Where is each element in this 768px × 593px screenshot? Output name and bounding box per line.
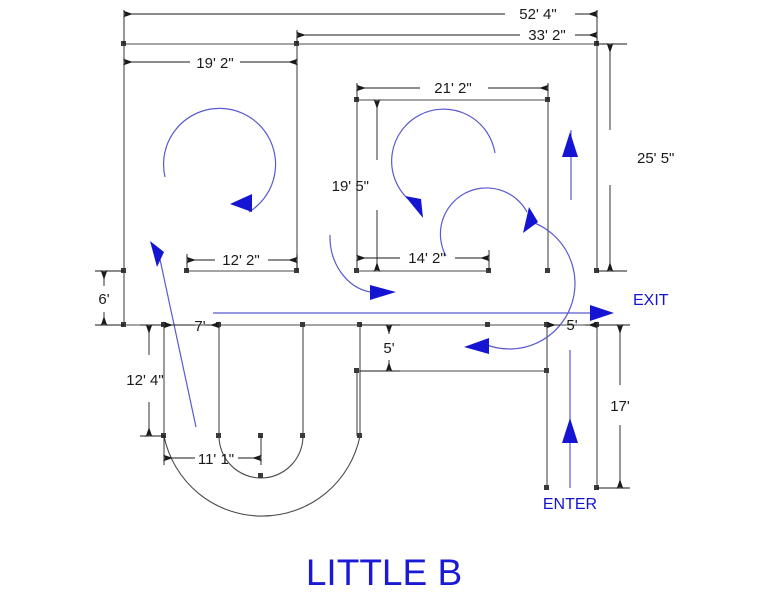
- vertex: [357, 433, 362, 438]
- enter-label: ENTER: [543, 496, 597, 513]
- vertex: [300, 433, 305, 438]
- dim-label-11-1: 11' 1": [198, 451, 234, 468]
- vertex: [594, 268, 599, 273]
- arrowhead-right-up: [523, 207, 538, 233]
- dim-label-6: 6': [98, 291, 109, 308]
- vertex: [354, 268, 359, 273]
- path-transition-left: [329, 234, 371, 293]
- vertex: [485, 322, 490, 327]
- vertex: [354, 97, 359, 102]
- arrowhead-right-down: [464, 338, 489, 354]
- vertex: [294, 41, 299, 46]
- vertex: [258, 473, 263, 478]
- dimension-lines: [95, 10, 630, 489]
- vertex: [300, 322, 305, 327]
- vertex: [184, 268, 189, 273]
- arrowhead-transition: [370, 285, 396, 300]
- vertex: [545, 268, 550, 273]
- arrowhead-center-circle: [405, 196, 423, 218]
- vertex: [594, 322, 599, 327]
- vertex: [161, 322, 166, 327]
- dim-label-12-4: 12' 4": [126, 372, 163, 389]
- arrowhead-left-circle: [230, 194, 252, 212]
- exit-label: EXIT: [633, 292, 669, 309]
- dim-label-5-right: 5': [566, 317, 577, 334]
- path-left-diagonal: [157, 249, 197, 428]
- vertex: [545, 97, 550, 102]
- direction-arrows: [150, 132, 614, 443]
- vertex: [594, 485, 599, 490]
- vertex: [121, 322, 126, 327]
- vertex: [121, 41, 126, 46]
- dim-label-52-4: 52' 4": [519, 6, 556, 23]
- vertex: [357, 322, 362, 327]
- dim-label-33-2: 33' 2": [528, 27, 565, 44]
- dim-label-7: 7': [194, 318, 205, 335]
- vertex: [216, 433, 221, 438]
- dim-label-17: 17': [610, 398, 630, 415]
- dim-label-19-5: 19' 5": [332, 178, 369, 195]
- dim-label-19-2: 19' 2": [196, 55, 233, 72]
- page-title: LITTLE B: [306, 552, 462, 593]
- path-right-upper-curve: [439, 187, 528, 257]
- path-right-lower-curve: [486, 221, 576, 350]
- vertex: [258, 433, 263, 438]
- vertex: [121, 268, 126, 273]
- vertex: [486, 268, 491, 273]
- flow-labels: EXIT ENTER: [543, 292, 669, 513]
- path-left-circle: [162, 107, 277, 213]
- vertex: [594, 41, 599, 46]
- vertex: [544, 485, 549, 490]
- dim-label-5-mid: 5': [383, 340, 394, 357]
- vertex: [294, 268, 299, 273]
- vertex: [216, 322, 221, 327]
- arrowhead-left-diagonal: [150, 241, 164, 267]
- driving-path: [157, 107, 597, 488]
- arrowhead-exit: [590, 305, 614, 321]
- arrowhead-enter: [562, 418, 578, 443]
- vertex: [544, 322, 549, 327]
- dim-label-12-2: 12' 2": [222, 252, 259, 269]
- dim-label-14-2: 14' 2": [408, 250, 445, 267]
- outline-outer-u-turn: [163, 435, 361, 517]
- path-center-circle: [391, 108, 496, 200]
- vertex: [161, 433, 166, 438]
- dim-label-25-5: 25' 5": [637, 150, 674, 167]
- arrowhead-right-vertical: [562, 132, 578, 157]
- dim-label-21-2: 21' 2": [434, 80, 471, 97]
- vertex: [354, 368, 359, 373]
- vertex: [544, 368, 549, 373]
- dimension-labels: 52' 4" 33' 2" 19' 2" 21' 2" 25' 5" 19' 5…: [98, 6, 674, 468]
